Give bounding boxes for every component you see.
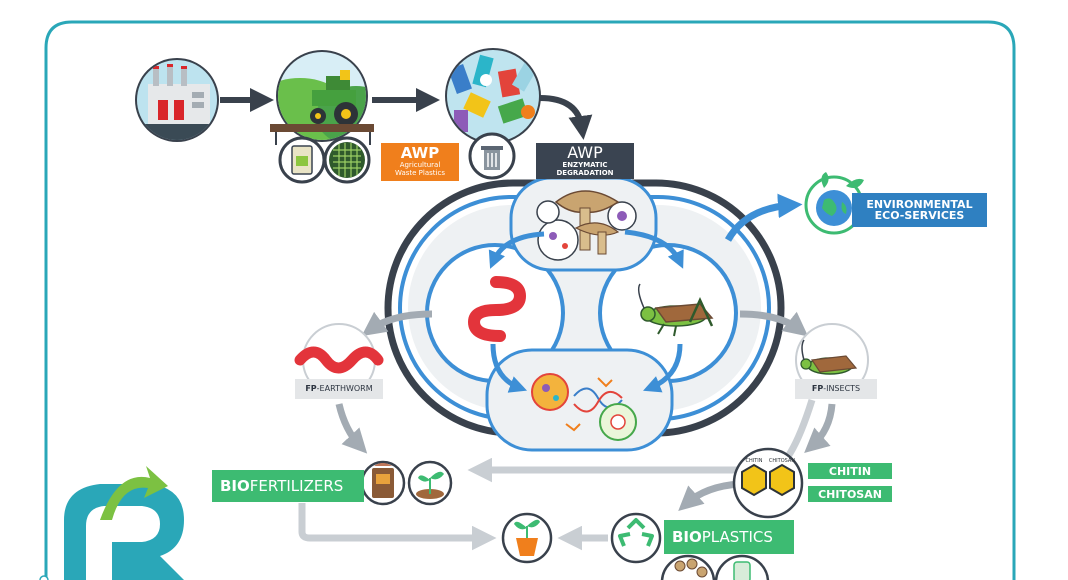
biofertilizers-rest: FERTILIZERS	[249, 477, 344, 495]
arrow-ring-to-insects-fp	[739, 310, 809, 337]
arrow-ring-to-earthworm-fp	[361, 310, 433, 337]
awp-title: AWP	[400, 144, 440, 162]
awp-enzymatic-sub-2: DEGRADATION	[556, 169, 614, 177]
potted-plant-icon	[501, 512, 553, 564]
fp-insects-icon	[795, 323, 869, 397]
mushroom-fungi-icon	[509, 176, 658, 272]
biofertilizers-bold: BIO	[220, 477, 250, 495]
environmental-eco-services-label: ENVIRONMENTAL ECO-SERVICES	[852, 193, 987, 227]
awp-enzymatic-label: AWP ENZYMATIC DEGRADATION	[536, 143, 634, 179]
awp-enzymatic-title: AWP	[567, 143, 603, 162]
awp-subtitle-2: Waste Plastics	[395, 169, 445, 177]
trash-bin-icon	[468, 132, 516, 180]
chitin-hexagon-icon: CHITIN CHITOSAN	[732, 447, 804, 519]
cricket-insect-icon	[637, 283, 714, 337]
fp-insects-prefix: FP	[811, 384, 824, 393]
plastic-waste-icon	[445, 48, 541, 144]
arrow-to-environment	[724, 193, 803, 242]
net-icon	[323, 136, 371, 184]
fp-insects-rest: -INSECTS	[823, 384, 861, 393]
arrow-worm-to-microbes	[490, 343, 528, 393]
chitin-label: CHITIN	[808, 463, 892, 479]
microbe-dna-icon	[485, 348, 674, 452]
bioplastics-rest: PLASTICS	[701, 528, 773, 546]
factory-icon	[135, 58, 219, 142]
biofertilizers-label: BIOFERTILIZERS	[212, 470, 364, 502]
awp-subtitle-1: Agricultural	[399, 161, 441, 169]
bioplastics-bold: BIO	[672, 528, 702, 546]
compost-icon	[360, 460, 406, 506]
awp-badge: AWP Agricultural Waste Plastics	[381, 143, 459, 181]
chitosan-label: CHITOSAN	[808, 486, 892, 502]
fp-insects-label: FP-INSECTS	[795, 379, 877, 399]
tractor-icon	[270, 50, 374, 145]
arrow-fungi-to-cricket	[624, 229, 684, 269]
bioplastics-label: BIOPLASTICS	[664, 520, 794, 554]
seedling-icon	[407, 460, 453, 506]
arrow-fungi-to-worm	[488, 231, 545, 269]
env-line-1: ENVIRONMENTAL	[866, 198, 973, 211]
arrow-earthworm-to-biofertilizers	[335, 403, 368, 454]
earthworm-icon	[467, 276, 527, 342]
fp-earthworm-prefix: FP	[305, 384, 317, 393]
arrow-waste-to-degradation	[539, 95, 593, 140]
awp-enzymatic-sub-1: ENZYMATIC	[562, 161, 608, 169]
arrow-insects-to-chitin	[804, 403, 836, 453]
chitin-hex-label: CHITIN	[746, 458, 763, 464]
fertilizer-bag-icon	[278, 136, 326, 184]
logo-icon	[39, 466, 184, 580]
chitosan-hex-label: CHITOSAN	[769, 458, 795, 464]
bioplastic-pellets-icon	[660, 554, 716, 580]
arrow-chitin-to-bioplastics	[678, 480, 741, 512]
outer-frame	[44, 20, 1016, 580]
recycle-icon	[610, 512, 662, 564]
arrow-biofertilizers-to-plant	[298, 503, 497, 551]
globe-leaves-icon	[804, 172, 864, 235]
fp-earthworm-label: FP-EARTHWORM	[295, 379, 383, 399]
env-line-2: ECO-SERVICES	[874, 209, 965, 222]
bioplastic-bottle-icon	[714, 554, 770, 580]
arrow-cricket-to-microbes	[643, 343, 683, 393]
fp-earthworm-rest: -EARTHWORM	[316, 384, 373, 393]
